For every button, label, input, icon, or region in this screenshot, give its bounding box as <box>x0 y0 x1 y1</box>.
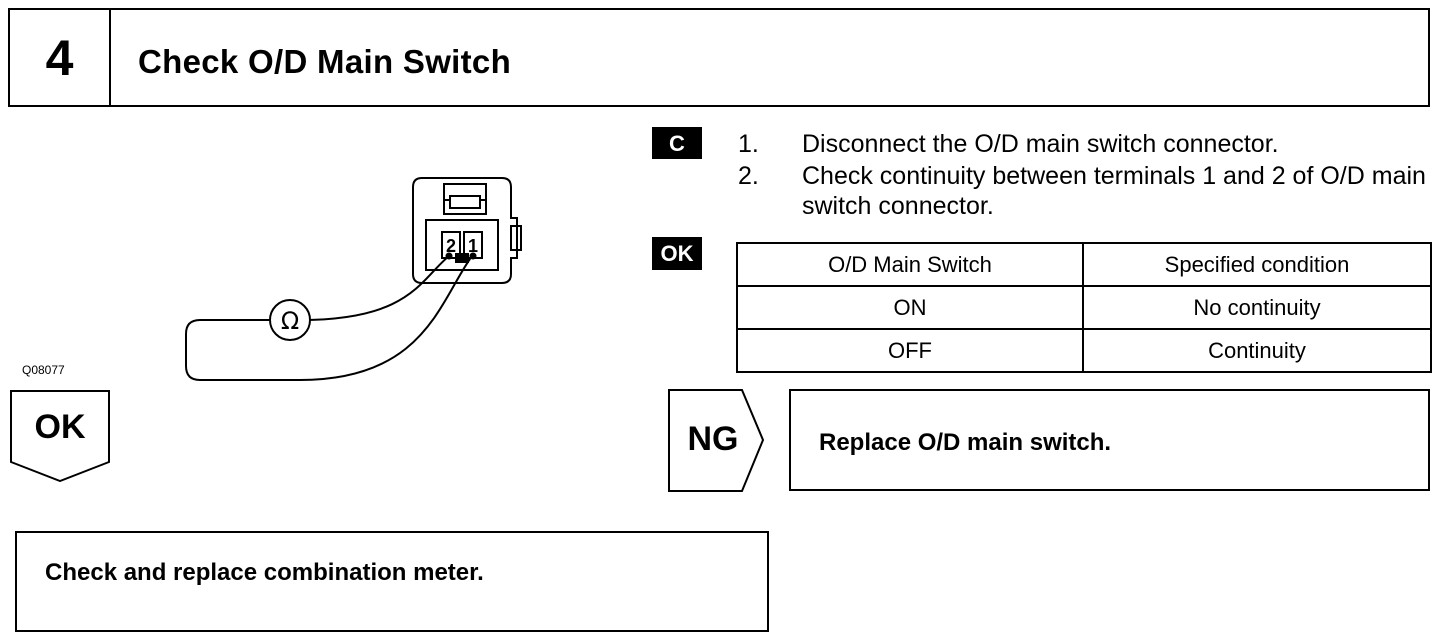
table-cell: Continuity <box>1082 328 1432 373</box>
connector-side-tab <box>510 225 522 251</box>
table-header: Specified condition <box>1082 242 1432 287</box>
ok-label: OK <box>34 408 86 446</box>
spec-table: O/D Main Switch Specified condition ON N… <box>736 242 1432 373</box>
table-header-row: O/D Main Switch Specified condition <box>736 242 1432 287</box>
step-2-text: Check continuity between terminals 1 and… <box>802 162 1426 220</box>
badge-c: C <box>652 127 702 159</box>
table-cell: ON <box>736 285 1084 330</box>
page-title: Check O/D Main Switch <box>138 43 512 80</box>
terminal-1-label: 1 <box>468 236 478 256</box>
table-cell: No continuity <box>1082 285 1432 330</box>
table-row: ON No continuity <box>736 285 1432 330</box>
step-number: 4 <box>10 10 111 105</box>
ng-arrow-right-icon <box>668 389 764 492</box>
table-cell: OFF <box>736 328 1084 373</box>
ng-result-text: Replace O/D main switch. <box>819 429 1112 456</box>
connector-diagram: 2 1 Ω <box>185 177 522 381</box>
badge-ok: OK <box>652 237 702 270</box>
step-header: 4 Check O/D Main Switch <box>8 8 1430 107</box>
table-header: O/D Main Switch <box>736 242 1084 287</box>
step-1-text: Disconnect the O/D main switch connector… <box>802 130 1279 158</box>
ok-arrow-down-icon <box>10 390 110 482</box>
figure-id: Q08077 <box>22 363 65 377</box>
terminal-2-label: 2 <box>446 236 456 256</box>
table-row: OFF Continuity <box>736 328 1432 373</box>
ng-result-box: Replace O/D main switch. <box>789 389 1430 491</box>
connector-housing <box>412 177 518 284</box>
ng-label: NG <box>687 420 739 458</box>
ok-result-text: Check and replace combination meter. <box>45 559 484 586</box>
wire-terminal-1 <box>185 255 473 381</box>
ok-result-box: Check and replace combination meter. <box>15 531 769 632</box>
step-2-number: 2. <box>738 162 759 190</box>
connector-cavity <box>425 219 499 271</box>
step-1-number: 1. <box>738 130 759 158</box>
ohm-symbol: Ω <box>281 307 299 335</box>
ohmmeter-icon <box>269 299 311 341</box>
wire-terminal-2 <box>299 255 450 321</box>
